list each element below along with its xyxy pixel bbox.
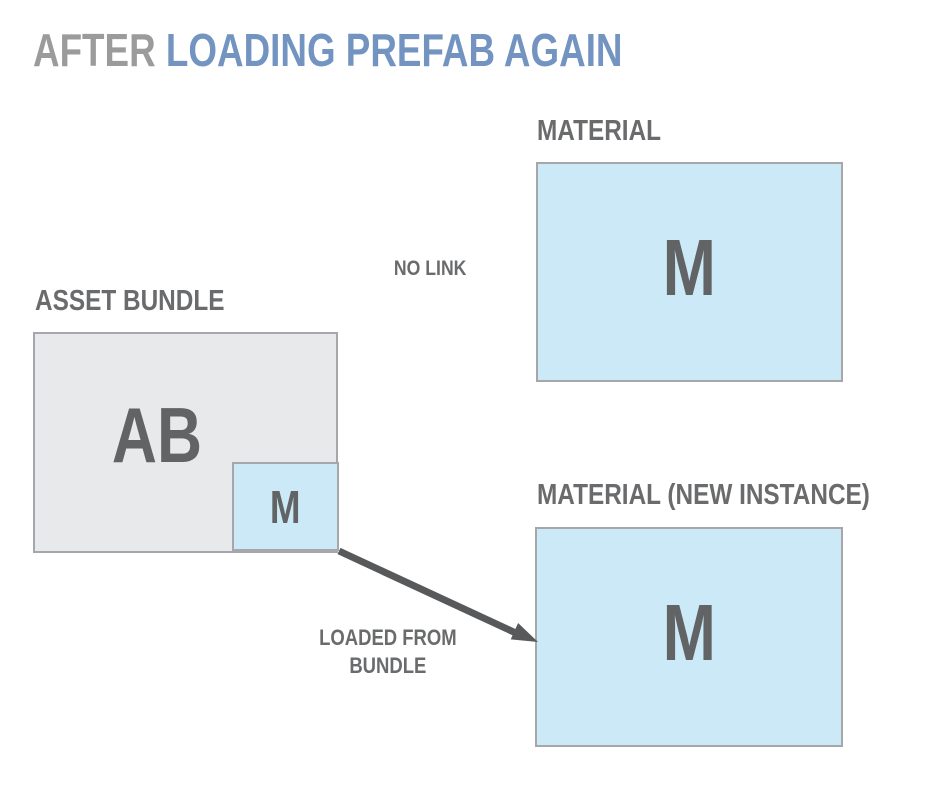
asset-bundle-label-text: ASSET BUNDLE [35, 285, 225, 317]
page-title: AFTER LOADING PREFAB AGAIN [33, 27, 770, 73]
no-link-label-text: NO LINK [393, 257, 467, 280]
loaded-from-bundle-line1: LOADED FROM [288, 624, 488, 652]
no-link-label: NO LINK [330, 258, 530, 279]
loaded-from-bundle-line2-text: BUNDLE [349, 653, 427, 678]
bundle-material-box: M [232, 462, 339, 551]
asset-bundle-letter: AB [111, 391, 203, 479]
material-new-instance-label: MATERIAL (NEW INSTANCE) [537, 481, 933, 510]
material-letter: M [662, 222, 717, 312]
material-new-instance-letter: M [662, 587, 716, 677]
material-label-text: MATERIAL [537, 115, 662, 147]
material-box: M [536, 162, 843, 382]
material-new-instance-label-text: MATERIAL (NEW INSTANCE) [537, 479, 870, 511]
asset-bundle-box: AB [33, 332, 338, 553]
page-title-text: AFTER LOADING PREFAB AGAIN [33, 27, 623, 73]
title-highlight: LOADING PREFAB AGAIN [165, 24, 623, 76]
material-label: MATERIAL [537, 117, 685, 146]
loaded-from-bundle-label: LOADED FROM BUNDLE [288, 624, 488, 680]
asset-bundle-label: ASSET BUNDLE [35, 287, 261, 316]
loaded-from-bundle-line1-text: LOADED FROM [319, 625, 457, 650]
bundle-material-letter: M [270, 480, 301, 533]
title-prefix: AFTER [33, 24, 166, 76]
material-new-instance-box: M [535, 527, 843, 747]
loaded-from-bundle-line2: BUNDLE [288, 652, 488, 680]
